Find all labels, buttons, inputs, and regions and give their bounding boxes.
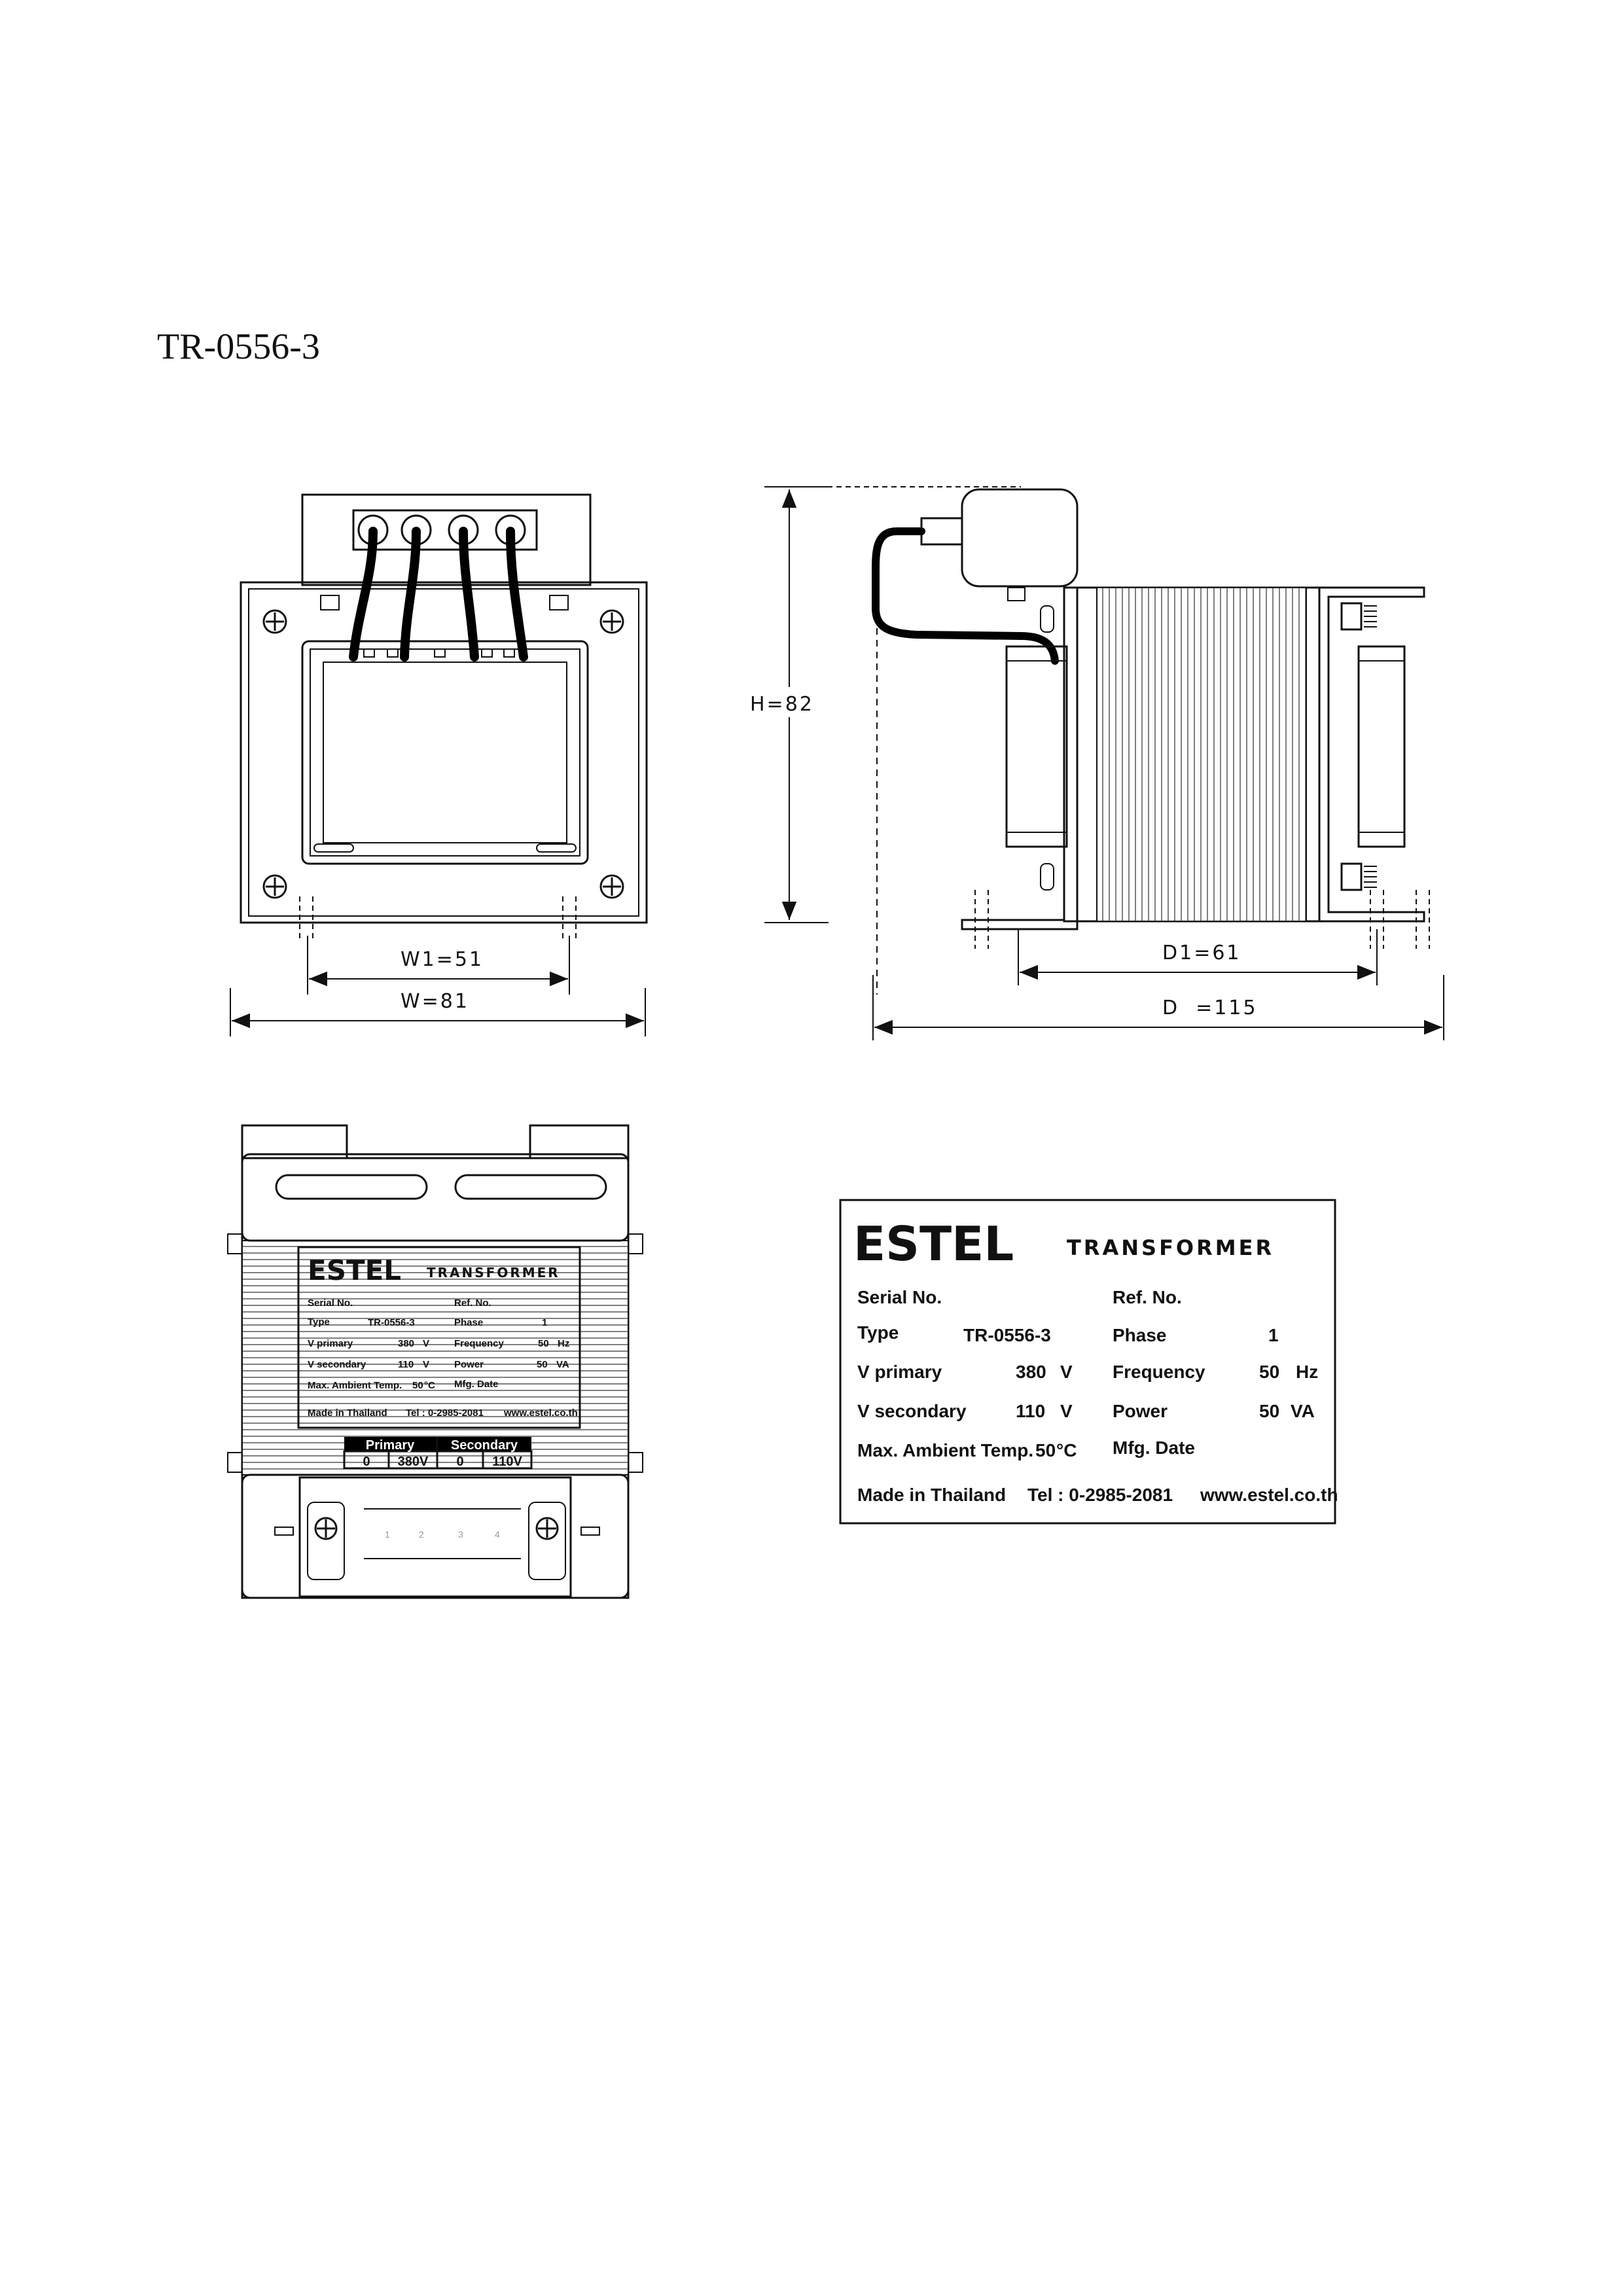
ambient-value: 50 (1035, 1440, 1056, 1460)
primary-header: Primary (366, 1438, 415, 1453)
small-vsecondary-unit: V (423, 1359, 429, 1370)
phase-label: Phase (1113, 1325, 1167, 1345)
ref-label: Ref. No. (1113, 1287, 1182, 1307)
small-phase-label: Phase (454, 1317, 483, 1328)
small-type-value: TR-0556-3 (368, 1317, 415, 1328)
frequency-value: 50 (1259, 1362, 1279, 1382)
dimension-d1: D1=61 (1162, 942, 1241, 964)
small-vsecondary-value: 110 (398, 1359, 414, 1370)
small-website: www.estel.co.th (503, 1407, 578, 1419)
dimension-h: H=82 (750, 693, 814, 716)
serial-label: Serial No. (857, 1287, 942, 1307)
small-serial-label: Serial No. (308, 1298, 353, 1309)
document-title: TR-0556-3 (157, 327, 320, 367)
website: www.estel.co.th (1200, 1485, 1338, 1505)
power-unit: VA (1291, 1401, 1315, 1421)
side-view: H=82 D1=61 D =11 (746, 486, 1444, 1040)
phase-value: 1 (1268, 1325, 1279, 1345)
wiring-table: Primary Secondary 0 380V 0 110V (343, 1437, 533, 1470)
front-view: W1=51 W=81 (230, 493, 648, 1036)
small-power-label: Power (454, 1359, 484, 1370)
terminal-number-1: 1 (385, 1529, 390, 1540)
small-ambient-unit: °C (424, 1380, 435, 1391)
terminal-screws-top (357, 514, 526, 546)
small-made-in: Made in Thailand (308, 1407, 387, 1419)
secondary-value-0: 0 (456, 1455, 463, 1469)
small-frequency-value: 50 (538, 1338, 549, 1349)
lead-wires (349, 527, 528, 662)
secondary-value-1: 110V (492, 1455, 522, 1469)
small-product: TRANSFORMER (427, 1265, 560, 1280)
nameplate-large: ESTEL TRANSFORMER Serial No. Ref. No. Ty… (839, 1199, 1338, 1525)
small-type-label: Type (308, 1316, 330, 1328)
small-frequency-label: Frequency (454, 1338, 505, 1349)
small-phase-value: 1 (542, 1317, 547, 1328)
small-ambient-label: Max. Ambient Temp. (308, 1380, 402, 1391)
ambient-label: Max. Ambient Temp. (857, 1440, 1033, 1460)
small-brand: ESTEL (308, 1254, 401, 1286)
small-vprimary-value: 380 (398, 1338, 414, 1349)
small-power-value: 50 (537, 1359, 548, 1370)
vsecondary-label: V secondary (857, 1401, 967, 1421)
made-in: Made in Thailand (857, 1485, 1006, 1505)
vprimary-label: V primary (857, 1362, 942, 1382)
primary-value-1: 380V (398, 1455, 429, 1469)
secondary-header: Secondary (451, 1438, 518, 1453)
vsecondary-value: 110 (1016, 1401, 1045, 1421)
power-label: Power (1113, 1401, 1168, 1421)
dimension-w1: W1=51 (401, 948, 484, 971)
primary-value-0: 0 (363, 1455, 370, 1469)
mfg-label: Mfg. Date (1113, 1438, 1195, 1458)
small-vsecondary-label: V secondary (308, 1359, 366, 1370)
nameplate-brand: ESTEL (853, 1216, 1014, 1271)
dimension-w: W=81 (401, 990, 469, 1013)
small-ambient-value: 50 (412, 1380, 423, 1391)
frequency-unit: Hz (1296, 1362, 1318, 1382)
dimension-d: D =115 (1162, 997, 1258, 1019)
frequency-label: Frequency (1113, 1362, 1205, 1382)
terminal-number-2: 2 (419, 1529, 424, 1540)
small-vprimary-label: V primary (308, 1338, 353, 1349)
small-vprimary-unit: V (423, 1338, 429, 1349)
vprimary-unit: V (1060, 1362, 1073, 1382)
terminal-number-3: 3 (458, 1529, 463, 1540)
ambient-unit: °C (1056, 1440, 1077, 1460)
lead-wire-slots (363, 648, 515, 658)
nameplate-product: TRANSFORMER (1067, 1235, 1274, 1260)
small-power-unit: VA (556, 1359, 569, 1370)
terminal-number-4: 4 (495, 1529, 500, 1540)
tel: Tel : 0-2985-2081 (1027, 1485, 1173, 1505)
power-value: 50 (1259, 1401, 1279, 1421)
vprimary-value: 380 (1016, 1362, 1046, 1382)
top-view: ESTEL TRANSFORMER Serial No. Ref. No. Ty… (227, 1124, 643, 1599)
small-frequency-unit: Hz (558, 1338, 569, 1349)
mounting-holes (262, 609, 624, 899)
small-ref-label: Ref. No. (454, 1298, 491, 1309)
vsecondary-unit: V (1060, 1401, 1073, 1421)
small-mfg-label: Mfg. Date (454, 1379, 499, 1390)
type-value: TR-0556-3 (963, 1325, 1051, 1345)
small-tel: Tel : 0-2985-2081 (406, 1407, 484, 1419)
type-label: Type (857, 1322, 899, 1343)
